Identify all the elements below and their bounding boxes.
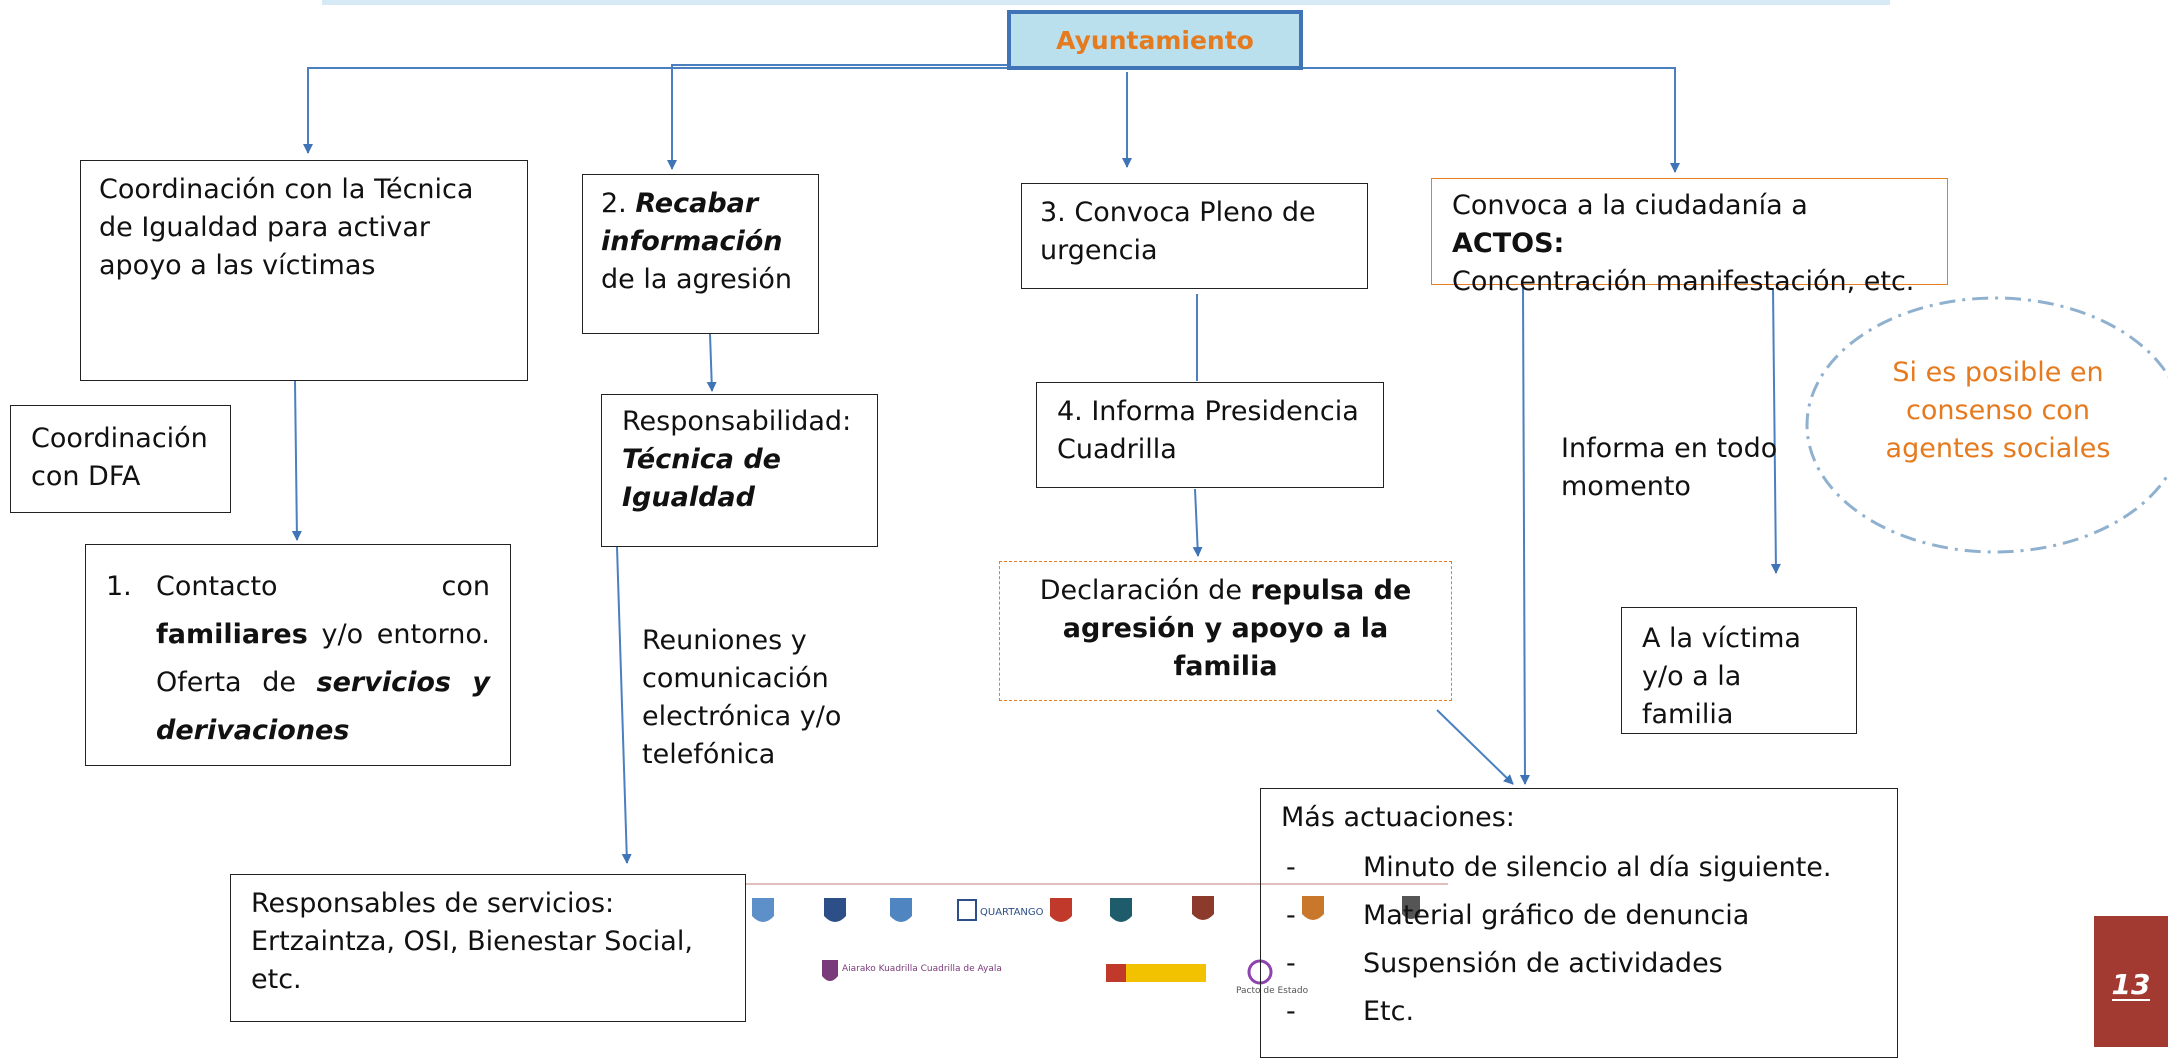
quartango-logo: QUARTANGO	[957, 899, 1044, 921]
servicios-label: Responsables de servicios:	[251, 888, 615, 919]
informa-label: Informa en todo momento	[1561, 433, 1778, 502]
actos-box: Convoca a la ciudadanía a ACTOS: Concent…	[1431, 178, 1948, 297]
crest-icon-2	[752, 898, 774, 922]
victima-text: A la víctima y/o a la familia	[1642, 623, 1801, 730]
mas-bullet: -	[1286, 996, 1296, 1027]
crest-icon-6	[1110, 898, 1132, 922]
declaracion-box: Declaración de repulsa de agresión y apo…	[999, 561, 1452, 701]
presidencia-text: 4. Informa Presidencia Cuadrilla	[1057, 396, 1359, 465]
familiares-bold2: servicios y derivaciones	[156, 667, 490, 746]
recabar-informacion-box: 2. Recabar información de la agresión	[582, 174, 819, 334]
crest-icon-7	[1192, 896, 1214, 920]
aiara-text: Aiarako Kuadrilla Cuadrilla de Ayala	[842, 964, 1002, 974]
recabar-bold: Recabar información	[601, 188, 783, 257]
recabar-num: 2.	[601, 188, 636, 219]
servicios-list: Ertzaintza, OSI, Bienestar Social, etc.	[251, 926, 693, 995]
familiares-box: 1. Contacto con familiares y/o entorno. …	[85, 544, 511, 766]
crest-icon-3	[824, 898, 846, 922]
dfa-box: Coordinación con DFA	[10, 405, 231, 513]
servicios-box: Responsables de servicios: Ertzaintza, O…	[230, 874, 746, 1022]
presidencia-box: 4. Informa Presidencia Cuadrilla	[1036, 382, 1384, 488]
familiares-bold: familiares	[156, 619, 308, 650]
mas-item: - Material gráfico de denuncia	[1281, 897, 1877, 935]
mas-title: Más actuaciones:	[1281, 802, 1515, 833]
mas-item-text: Minuto de silencio al día siguiente.	[1363, 852, 1832, 883]
connector-resp-to-servicios	[616, 546, 632, 864]
recabar-rest: de la agresión	[601, 264, 792, 295]
pacto-text: Pacto de Estado	[1236, 986, 1309, 996]
consenso-label: Si es posible en consenso con agentes so…	[1885, 357, 2111, 464]
aiara-logo: Aiarako Kuadrilla Cuadrilla de Ayala	[822, 960, 1002, 981]
connector-presid-to-decl	[1192, 488, 1203, 557]
familiares-middle: y/o entorno. Oferta de	[156, 619, 490, 698]
actos-prefix: Convoca a la ciudadanía a	[1452, 190, 1808, 221]
declaracion-prefix: Declaración de	[1039, 575, 1251, 606]
page-number-tab: 13	[2094, 916, 2168, 1047]
top-band	[322, 0, 1890, 5]
dfa-text: Coordinación con DFA	[31, 423, 208, 492]
connector-decl-to-mas	[1436, 709, 1514, 785]
crest-icon-5	[1050, 898, 1072, 922]
connector-actos-to-mas	[1519, 287, 1530, 785]
familiares-prefix: Contacto con	[156, 571, 490, 602]
mas-actuaciones-box: Más actuaciones: - Minuto de silencio al …	[1260, 788, 1898, 1058]
victima-box: A la víctima y/o a la familia	[1621, 607, 1857, 734]
familiares-num: 1.	[106, 571, 132, 602]
mas-bullet: -	[1286, 900, 1296, 931]
responsabilidad-box: Responsabilidad: Técnica de Igualdad	[601, 394, 878, 547]
mas-item: - Minuto de silencio al día siguiente.	[1281, 849, 1877, 887]
mas-item-text: Material gráfico de denuncia	[1363, 900, 1750, 931]
connector-to-coordinacion	[303, 67, 1007, 154]
actos-rest: Concentración manifestación, etc.	[1452, 266, 1915, 297]
pleno-text: 3. Convoca Pleno de urgencia	[1040, 197, 1316, 266]
connector-actos-to-victima	[1770, 287, 1781, 574]
responsabilidad-bold: Técnica de Igualdad	[622, 444, 781, 513]
consenso-ellipse	[1805, 296, 2168, 554]
responsabilidad-label: Responsabilidad:	[622, 406, 852, 437]
mas-item-text: Suspensión de actividades	[1363, 948, 1723, 979]
coordinacion-tecnica-text: Coordinación con la Técnica de Igualdad …	[99, 174, 474, 281]
pleno-box: 3. Convoca Pleno de urgencia	[1021, 183, 1368, 289]
crest-icon-9	[1402, 896, 1420, 919]
ayuntamiento-label: Ayuntamiento	[1056, 25, 1254, 55]
connector-to-recabar	[667, 64, 1007, 170]
connector-recabar-to-resp	[706, 333, 717, 392]
mas-item-text: Etc.	[1363, 996, 1415, 1027]
coordinacion-tecnica-box: Coordinación con la Técnica de Igualdad …	[80, 160, 528, 381]
mas-bullet: -	[1286, 852, 1296, 883]
mas-bullet: -	[1286, 948, 1296, 979]
actos-bold: ACTOS:	[1452, 228, 1565, 259]
quartango-text: QUARTANGO	[980, 907, 1044, 918]
gobierno-logo	[1106, 964, 1206, 982]
page-number: 13	[2111, 968, 2151, 1001]
reuniones-label: Reuniones y comunicación electrónica y/o…	[642, 625, 842, 770]
connector-to-actos	[1303, 67, 1680, 173]
mas-item: - Suspensión de actividades	[1281, 945, 1877, 983]
crest-icon-4	[890, 898, 912, 922]
declaracion-bold: repulsa de agresión y apoyo a la familia	[1062, 575, 1412, 682]
connector-coord-to-familiares	[291, 380, 302, 541]
crest-icon-8	[1302, 896, 1324, 920]
ayuntamiento-box: Ayuntamiento	[1007, 10, 1303, 70]
mas-item: - Etc.	[1281, 993, 1877, 1031]
